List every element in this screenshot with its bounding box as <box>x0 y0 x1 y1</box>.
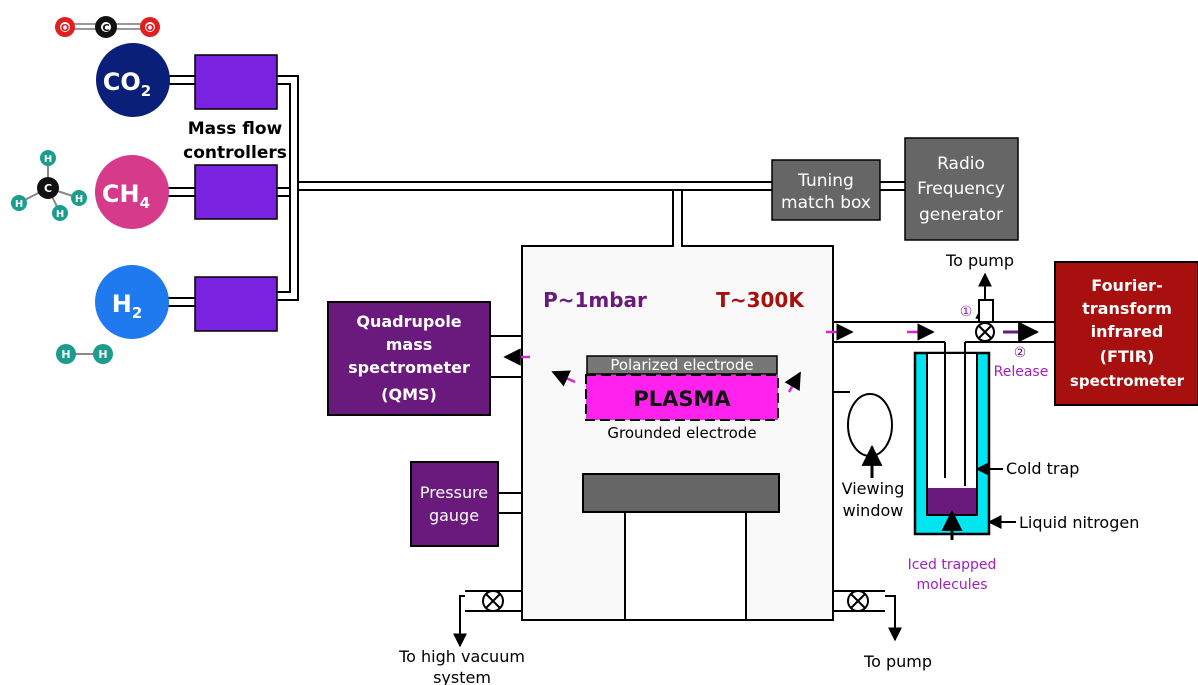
plasma-region <box>585 374 779 421</box>
gas-ch4 <box>95 155 169 229</box>
release-label: Release <box>994 364 1049 380</box>
mfc-co2 <box>194 54 278 110</box>
gas-feed-tubes <box>168 75 905 356</box>
h2-h-atom-1: H <box>61 348 70 361</box>
pressure-gauge-box <box>410 461 499 547</box>
plasma-label: PLASMA <box>633 387 731 411</box>
qms-label-line3: spectrometer <box>348 358 470 377</box>
temperature-condition: T~300K <box>716 288 805 312</box>
qms-label-line4: (QMS) <box>381 385 437 404</box>
viewing-window-line2: window <box>843 501 904 520</box>
tuning-label-line2: match box <box>781 193 871 213</box>
ch4-h-atom-4: H <box>56 209 64 220</box>
liquid-nitrogen-label: Liquid nitrogen <box>1019 513 1139 532</box>
pressure-condition: P~1mbar <box>543 288 647 312</box>
valve-right <box>847 590 869 612</box>
step-1-marker: ① <box>960 304 973 320</box>
mfc-ch4 <box>194 164 278 220</box>
valve-left <box>482 590 504 612</box>
rf-label-line2: Frequency <box>917 179 1005 199</box>
cold-trap-label: Cold trap <box>1006 459 1079 478</box>
ftir-box <box>1054 261 1198 406</box>
trap-to-pump: To pump <box>945 251 1014 270</box>
h2-h-atom-2: H <box>98 348 107 361</box>
rf-label-line1: Radio <box>937 154 985 174</box>
ftir-label-line4: (FTIR) <box>1100 347 1155 366</box>
ch4-molecule <box>11 150 87 221</box>
gas-h2 <box>95 265 169 339</box>
viewing-window-line1: Viewing <box>842 479 905 498</box>
qms-label-line1: Quadrupole <box>356 312 461 331</box>
rf-generator <box>904 137 1019 241</box>
mfc-h2 <box>194 276 278 332</box>
gauge-label-line1: Pressure <box>420 483 488 502</box>
reactor-chamber <box>453 244 985 648</box>
mfc-label-line1: Mass flow <box>188 119 283 139</box>
high-vacuum-line2: system <box>433 668 491 685</box>
gauge-label-line2: gauge <box>429 506 479 525</box>
c-atom: C <box>102 23 109 34</box>
ch4-c-atom: C <box>44 182 52 195</box>
ch4-h-atom-3: H <box>75 194 83 205</box>
ch4-label: CH4 <box>102 180 150 212</box>
ftir-label-line1: Fourier- <box>1091 276 1162 295</box>
ftir-label-line2: transform <box>1082 299 1172 318</box>
ftir-label-line3: infrared <box>1091 322 1164 341</box>
rf-label-line3: generator <box>919 205 1003 225</box>
holder-stand <box>624 511 747 621</box>
ch4-h-atom-1: H <box>44 154 52 165</box>
h2-molecule <box>56 344 113 364</box>
gas-co2 <box>96 43 170 117</box>
ch4-h-atom-2: H <box>15 199 23 210</box>
high-vacuum-line1: To high vacuum <box>398 647 525 666</box>
substrate-holder <box>582 473 780 513</box>
co2-label: CO2 <box>103 68 151 100</box>
iced-molecules-line2: molecules <box>916 577 987 593</box>
co2-molecule <box>55 16 160 38</box>
cold-trap <box>913 272 1055 540</box>
bottom-to-pump: To pump <box>863 652 932 671</box>
ftir-label-line5: spectrometer <box>1070 372 1185 390</box>
tuning-match-box <box>771 159 881 221</box>
polarized-electrode-label: Polarized electrode <box>610 356 753 374</box>
qms-box <box>327 301 491 416</box>
grounded-electrode-label: Grounded electrode <box>607 424 756 442</box>
qms-label-line2: mass <box>386 335 433 354</box>
o-atom-left: O <box>61 23 70 34</box>
iced-molecules-line1: Iced trapped <box>908 557 997 573</box>
tuning-label-line1: Tuning <box>797 171 854 191</box>
h2-label: H2 <box>112 290 143 322</box>
viewing-window <box>847 393 893 457</box>
step-2-marker: ② <box>1014 345 1027 361</box>
mfc-label-line2: controllers <box>183 143 287 163</box>
o-atom-right: O <box>146 23 155 34</box>
